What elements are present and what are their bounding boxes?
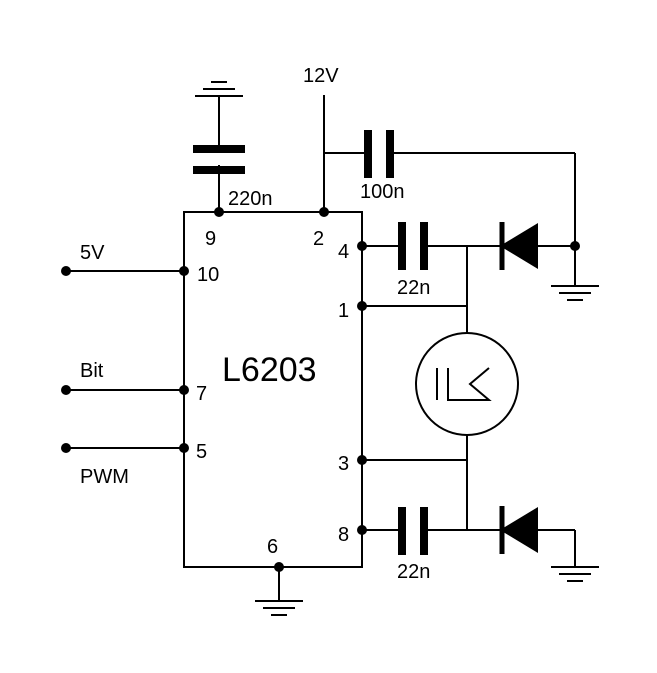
- ground-right-bottom-icon: [551, 566, 599, 582]
- pin-8-label: 8: [338, 524, 349, 546]
- svg-text:220n: 220n: [228, 188, 273, 210]
- pin-1-label: 1: [338, 300, 349, 322]
- pin-1-junction: [357, 301, 367, 311]
- svg-text:PWM: PWM: [80, 466, 129, 488]
- pin-5-label: 5: [196, 441, 207, 463]
- input-5v: 5V: [61, 242, 189, 276]
- capacitor-220n: 220n: [193, 96, 273, 217]
- svg-text:5V: 5V: [80, 242, 105, 264]
- motor-icon: [415, 332, 519, 436]
- input-pwm: PWM: [61, 443, 189, 488]
- ground-bottom-icon: [255, 600, 303, 616]
- pin-3-junction: [357, 455, 367, 465]
- pin-3-label: 3: [338, 453, 349, 475]
- pin-10-label: 10: [197, 264, 219, 286]
- capacitor-22n-bottom: 22n: [357, 507, 500, 583]
- diode-top-icon: [499, 222, 580, 286]
- capacitor-100n: 100n: [360, 130, 576, 246]
- pin-7-label: 7: [196, 383, 207, 405]
- svg-text:22n: 22n: [397, 277, 430, 299]
- svg-text:Bit: Bit: [80, 360, 104, 382]
- ground-right-top-icon: [551, 285, 599, 301]
- input-bit: Bit: [61, 360, 189, 395]
- pin-6-ground: [274, 562, 284, 601]
- svg-text:22n: 22n: [397, 561, 430, 583]
- svg-text:100n: 100n: [360, 181, 405, 203]
- pin-9-label: 9: [205, 228, 216, 250]
- pin-2-label: 2: [313, 228, 324, 250]
- diode-bottom-icon: [499, 506, 576, 567]
- ic-name: L6203: [222, 351, 317, 389]
- supply-12v: 12V: [303, 65, 364, 217]
- svg-text:12V: 12V: [303, 65, 339, 87]
- pin-4-label: 4: [338, 241, 349, 263]
- ground-top-icon: [195, 81, 243, 97]
- capacitor-22n-top: 22n: [357, 222, 500, 299]
- pin-6-label: 6: [267, 536, 278, 558]
